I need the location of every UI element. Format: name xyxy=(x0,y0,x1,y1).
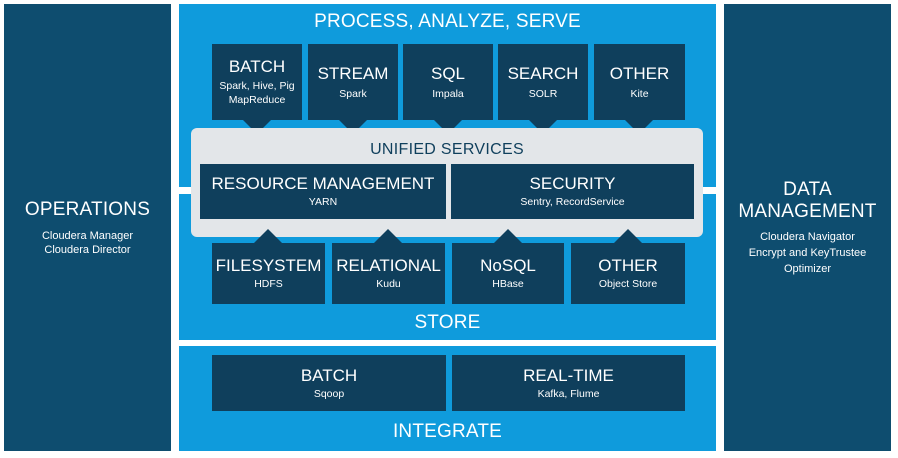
store-box-sub: Kudu xyxy=(376,278,401,290)
process-box-title: BATCH xyxy=(228,57,286,76)
store-box-sub: HBase xyxy=(492,278,524,290)
unified-services-title: UNIFIED SERVICES xyxy=(370,141,524,158)
process-box-sub: Spark xyxy=(339,87,367,100)
data-management-panel: DATA MANAGEMENT Cloudera Navigator Encry… xyxy=(724,4,891,451)
process-box-title: SEARCH xyxy=(507,63,579,83)
integrate-title: INTEGRATE xyxy=(392,421,503,442)
process-box-batch: BATCH Spark, Hive, Pig MapReduce xyxy=(212,44,302,120)
unified-box-sub: Sentry, RecordService xyxy=(520,196,625,208)
operations-line: Cloudera Director xyxy=(44,243,131,256)
integrate-box-real-time: REAL-TIME Kafka, Flume xyxy=(452,355,685,411)
store-box-title: NoSQL xyxy=(480,256,536,275)
operations-line: Cloudera Manager xyxy=(41,229,134,242)
process-box-sub: MapReduce xyxy=(228,94,286,106)
process-box-sub: Kite xyxy=(630,87,649,100)
security-box: SECURITY Sentry, RecordService xyxy=(451,164,694,219)
integrate-box-title: REAL-TIME xyxy=(523,365,614,385)
process-box-search: SEARCH SOLR xyxy=(498,44,588,120)
resource-management-box: RESOURCE MANAGEMENT YARN xyxy=(200,164,446,219)
data-management-line: Encrypt and KeyTrustee xyxy=(748,246,867,259)
process-box-title: SQL xyxy=(430,63,466,83)
process-title: PROCESS, ANALYZE, SERVE xyxy=(314,11,581,32)
operations-panel: OPERATIONS Cloudera Manager Cloudera Dir… xyxy=(4,4,171,451)
store-box-title: OTHER xyxy=(598,256,658,275)
unified-box-title: RESOURCE MANAGEMENT xyxy=(211,174,435,193)
store-box-sub: Object Store xyxy=(598,278,658,290)
store-arrow xyxy=(254,229,282,243)
integrate-box-sub: Sqoop xyxy=(313,387,345,400)
store-box-title: RELATIONAL xyxy=(336,256,441,275)
store-box-filesystem: FILESYSTEM HDFS xyxy=(212,243,325,304)
store-box-nosql: NoSQL HBase xyxy=(452,243,564,304)
process-box-sub: Spark, Hive, Pig xyxy=(219,80,295,92)
data-management-line: Cloudera Navigator xyxy=(760,230,855,243)
operations-title: OPERATIONS xyxy=(24,198,151,220)
integrate-box-batch: BATCH Sqoop xyxy=(212,355,446,411)
store-box-sub: HDFS xyxy=(254,278,283,290)
process-box-sub: Impala xyxy=(432,87,464,100)
unified-box-sub: YARN xyxy=(308,196,338,208)
store-title: STORE xyxy=(414,312,481,333)
store-box-other: OTHER Object Store xyxy=(571,243,685,304)
process-box-sql: SQL Impala xyxy=(403,44,493,120)
integrate-box-title: BATCH xyxy=(300,365,358,385)
data-management-line: Optimizer xyxy=(783,262,832,275)
process-box-sub: SOLR xyxy=(528,87,558,100)
process-box-title: STREAM xyxy=(317,63,389,83)
process-box-stream: STREAM Spark xyxy=(308,44,398,120)
integrate-box-sub: Kafka, Flume xyxy=(537,387,600,400)
store-arrow xyxy=(374,229,402,243)
process-box-other: OTHER Kite xyxy=(594,44,685,120)
data-management-title-line1: DATA xyxy=(783,178,832,200)
store-arrow xyxy=(494,229,522,243)
process-box-title: OTHER xyxy=(609,63,670,83)
store-arrow xyxy=(614,229,642,243)
unified-box-title: SECURITY xyxy=(529,174,616,193)
data-management-title-line2: MANAGEMENT xyxy=(738,200,877,222)
store-box-relational: RELATIONAL Kudu xyxy=(332,243,445,304)
store-box-title: FILESYSTEM xyxy=(215,256,322,275)
